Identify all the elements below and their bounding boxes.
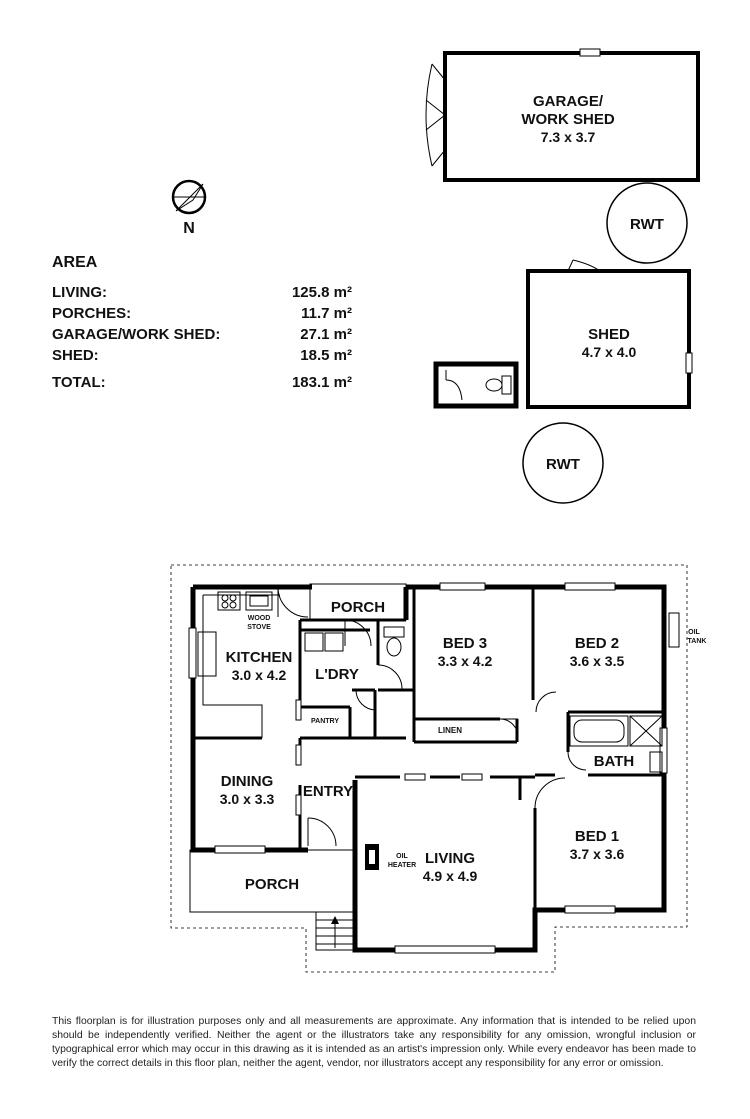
garage-label-line1: GARAGE/ xyxy=(533,93,604,110)
pantry-label: PANTRY xyxy=(311,718,339,725)
wood-stove-icon xyxy=(245,591,273,611)
dining-dims: 3.0 x 3.3 xyxy=(220,791,275,807)
eaves-outline xyxy=(170,564,688,973)
bath-label: BATH xyxy=(594,753,635,770)
entry-arrow-icon xyxy=(331,916,339,924)
oil-heater-label-line2: HEATER xyxy=(388,862,416,869)
area-row-value: 18.5 m² xyxy=(300,347,352,364)
area-row-label: PORCHES: xyxy=(52,305,132,322)
garage-dims: 7.3 x 3.7 xyxy=(541,129,596,145)
garage-work-shed: GARAGE/ WORK SHED 7.3 x 3.7 xyxy=(425,48,700,182)
cooktop-icon xyxy=(217,591,241,611)
compass: N xyxy=(171,179,207,237)
disclaimer-text: This floorplan is for illustration purpo… xyxy=(52,1016,696,1069)
area-row-total: TOTAL: 183.1 m² xyxy=(52,372,352,393)
rainwater-tank-bottom: RWT xyxy=(522,422,604,504)
shower-icon xyxy=(629,715,663,747)
kitchen-label: KITCHEN xyxy=(226,649,293,666)
front-steps xyxy=(315,911,356,951)
dining-label: DINING xyxy=(221,773,274,790)
area-row-garage: GARAGE/WORK SHED: 27.1 m² xyxy=(52,324,352,345)
bed3-label: BED 3 xyxy=(443,635,487,652)
area-row-label: SHED: xyxy=(52,347,99,364)
area-row-living: LIVING: 125.8 m² xyxy=(52,282,352,303)
area-title: AREA xyxy=(52,254,98,271)
area-total-label: TOTAL: xyxy=(52,374,106,391)
wood-stove-label-line1: WOOD xyxy=(248,615,271,622)
bed2-label: BED 2 xyxy=(575,635,619,652)
area-row-label: LIVING: xyxy=(52,284,107,301)
cistern-icon xyxy=(383,626,405,638)
linen-label: LINEN xyxy=(438,726,462,735)
area-row-porches: PORCHES: 11.7 m² xyxy=(52,303,352,324)
porch-top-label: PORCH xyxy=(331,599,385,616)
kitchen-dims: 3.0 x 4.2 xyxy=(232,667,287,683)
living-label: LIVING xyxy=(425,850,475,867)
garage-label-line2: WORK SHED xyxy=(521,111,615,128)
area-row-value: 27.1 m² xyxy=(300,326,352,343)
rainwater-tank-top: RWT xyxy=(606,182,688,264)
trough-icon xyxy=(324,632,344,652)
bathtub-icon xyxy=(569,715,629,747)
bed2-dims: 3.6 x 3.5 xyxy=(570,653,625,669)
shed: SHED 4.7 x 4.0 xyxy=(526,259,693,409)
bed1-label: BED 1 xyxy=(575,828,619,845)
oil-tank-label-line2: TANK xyxy=(688,638,707,645)
rwt-top-label: RWT xyxy=(630,216,664,233)
area-row-value: 11.7 m² xyxy=(301,305,352,322)
area-row-value: 125.8 m² xyxy=(291,284,352,301)
wood-stove-label-line2: STOVE xyxy=(247,624,271,631)
vanity-icon xyxy=(649,751,663,773)
main-house: WOOD STOVE xyxy=(170,564,707,973)
bed1-dims: 3.7 x 3.6 xyxy=(570,846,625,862)
kitchen-fixtures xyxy=(197,591,280,738)
entry-label: ENTRY xyxy=(303,783,353,800)
oil-tank-icon xyxy=(668,612,680,648)
compass-north-label: N xyxy=(183,220,195,237)
shed-label: SHED xyxy=(588,326,630,343)
area-total-value: 183.1 m² xyxy=(291,374,352,391)
area-row-shed: SHED: 18.5 m² xyxy=(52,345,352,366)
porch-bottom-label: PORCH xyxy=(245,876,299,893)
toilet-icon xyxy=(501,375,512,395)
oil-heater-label-line1: OIL xyxy=(396,853,408,860)
oil-tank-label-line1: OIL xyxy=(688,629,700,636)
living-dims: 4.9 x 4.9 xyxy=(423,868,478,884)
outdoor-toilet xyxy=(433,361,519,409)
shed-dims: 4.7 x 4.0 xyxy=(582,344,637,360)
area-row-label: GARAGE/WORK SHED: xyxy=(52,326,221,343)
bed3-dims: 3.3 x 4.2 xyxy=(438,653,493,669)
area-summary: AREA LIVING: 125.8 m² PORCHES: 11.7 m² G… xyxy=(52,254,352,393)
washer-icon xyxy=(304,632,324,652)
rwt-bottom-label: RWT xyxy=(546,456,580,473)
laundry-label: L'DRY xyxy=(315,666,359,683)
toilet-icon xyxy=(386,637,402,657)
